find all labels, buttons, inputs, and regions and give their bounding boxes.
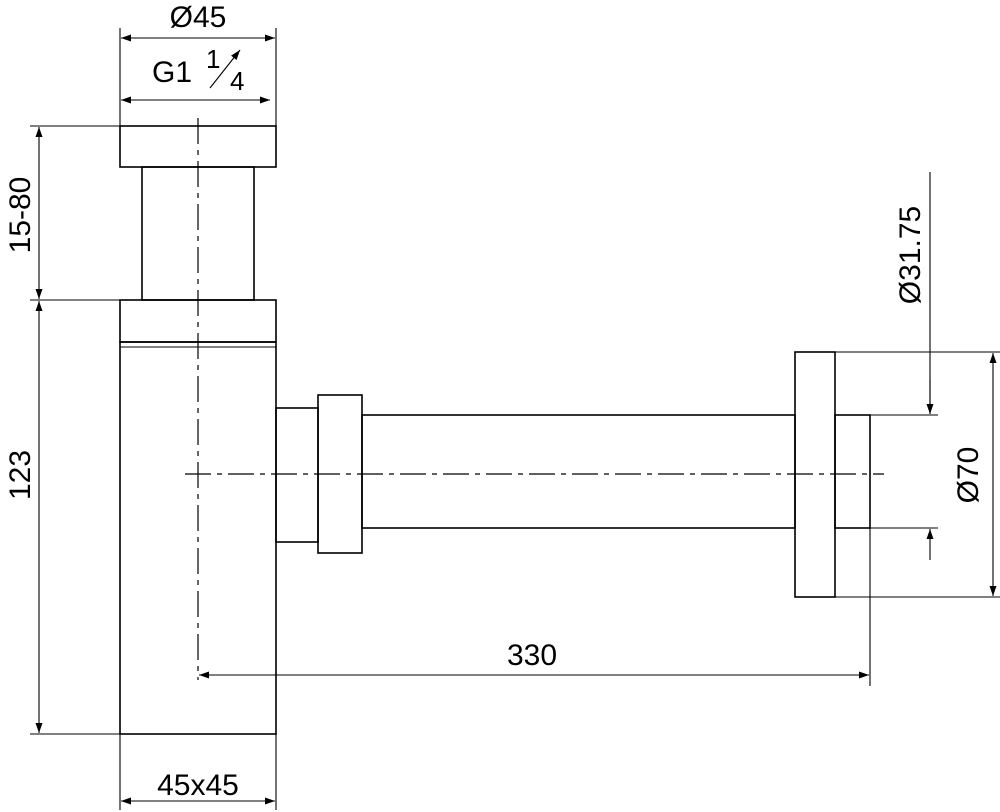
tail-height-label: 15-80 <box>4 177 37 254</box>
dimension-flange-diameter: Ø70 <box>835 351 1000 598</box>
thread-g-label: G1 <box>152 56 192 89</box>
dimension-thread: G1 1 4 <box>121 44 270 104</box>
dimension-body-section: 45x45 <box>119 734 277 810</box>
dimension-tail-height: 15-80 <box>4 125 120 301</box>
dimension-outlet-length: 330 <box>199 528 871 686</box>
center-lines <box>185 118 884 680</box>
pipe-diameter-label: Ø31.75 <box>894 206 927 304</box>
flange-diameter-label: Ø70 <box>952 447 985 504</box>
dimension-pipe-diameter: Ø31.75 <box>870 172 938 560</box>
body-section-label: 45x45 <box>157 769 239 802</box>
dimension-body-height: 123 <box>4 301 120 735</box>
outlet-pipe <box>361 414 796 529</box>
outlet-stub <box>275 407 319 543</box>
thread-denominator: 4 <box>230 66 244 96</box>
top-diameter-label: Ø45 <box>170 1 227 34</box>
outlet-length-label: 330 <box>507 639 557 672</box>
wall-sleeve <box>834 414 871 529</box>
thread-fraction-slash <box>209 49 241 89</box>
dimension-top-diameter: Ø45 <box>119 1 277 126</box>
body-height-label: 123 <box>4 450 37 500</box>
siphon-body-outline <box>119 125 871 735</box>
thread-numerator: 1 <box>206 44 220 74</box>
